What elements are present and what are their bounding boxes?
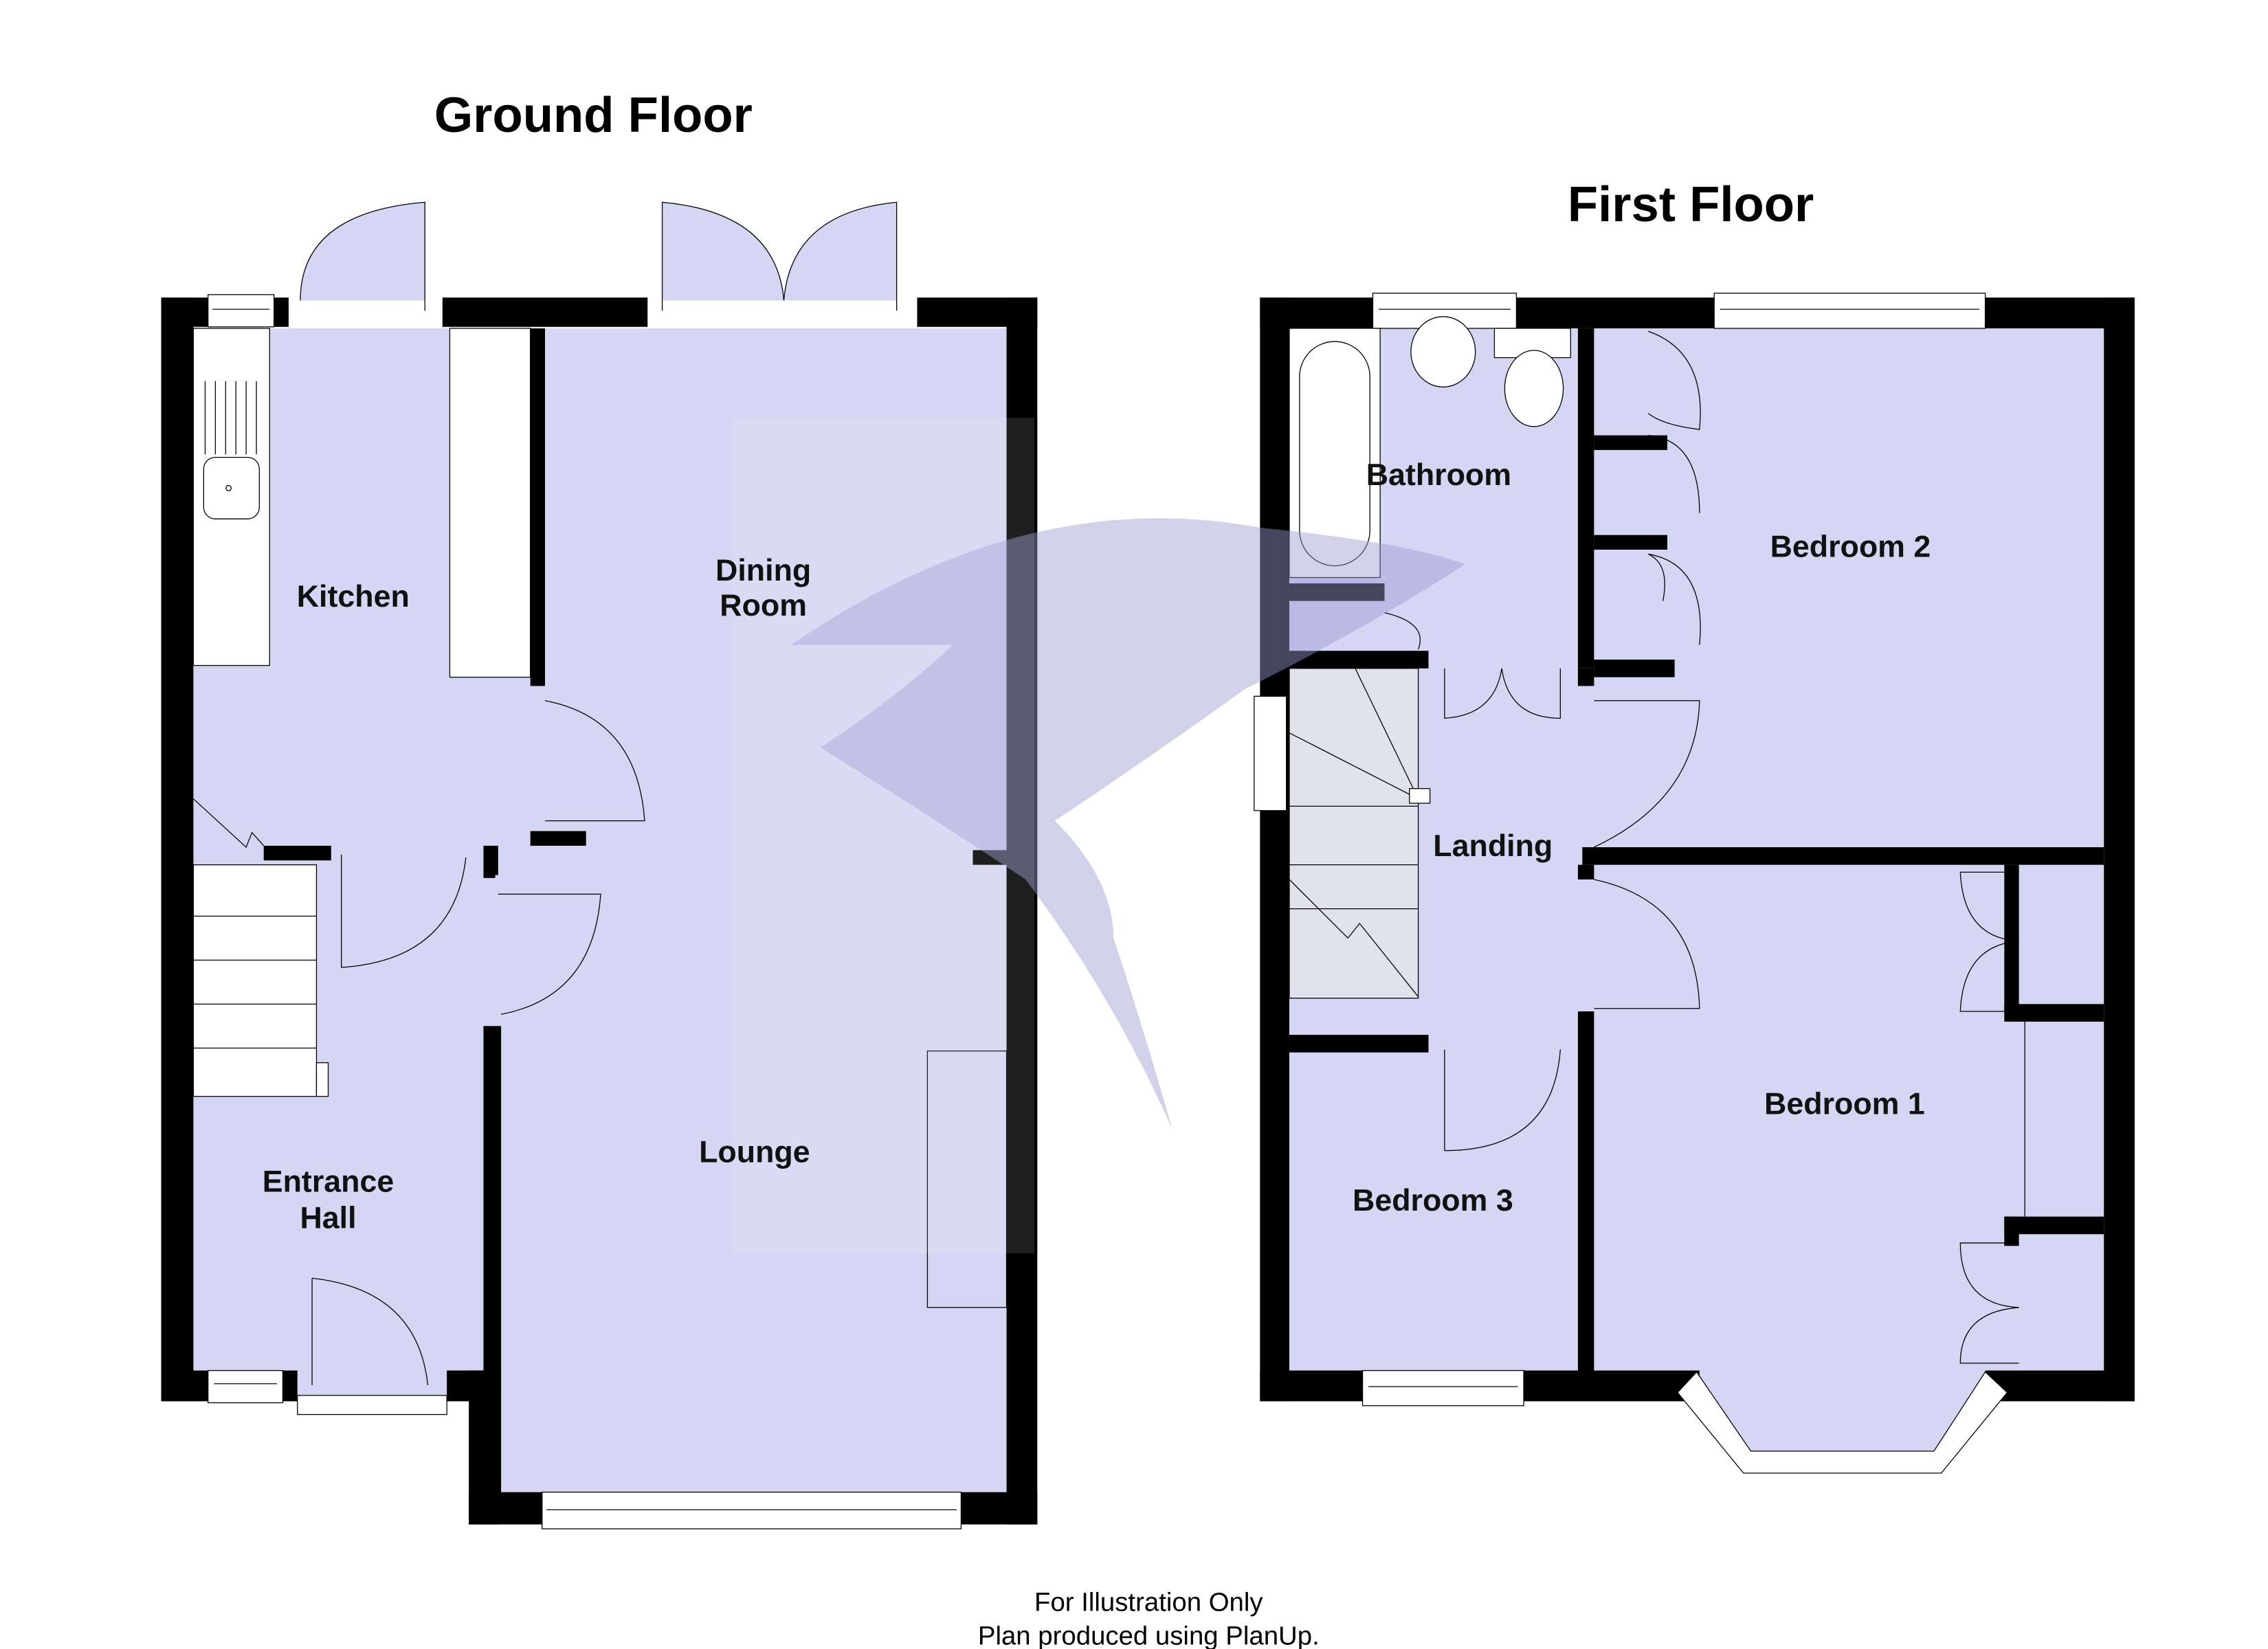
french-doors — [661, 201, 898, 311]
wardrobe-doors-bed1-top — [1959, 871, 2019, 1012]
room-label-bedroom3: Bedroom 3 — [1353, 1183, 1513, 1218]
room-label-bedroom1: Bedroom 1 — [1764, 1086, 1925, 1121]
first-floor-plan — [1254, 293, 2135, 1474]
ground-floor-plan — [161, 201, 1038, 1529]
kitchen-back-door — [300, 201, 425, 311]
bedroom3-window — [1361, 1370, 1524, 1406]
french-doors-swing — [783, 202, 897, 301]
kitchen-hall-door — [341, 854, 467, 968]
wardrobe-doors-bed1-bottom — [1959, 1242, 2019, 1364]
cupboard-door — [1384, 612, 1421, 650]
bathroom-doors — [1444, 668, 1561, 719]
room-label-bedroom2: Bedroom 2 — [1770, 530, 1931, 564]
bay-window — [1677, 1371, 2008, 1474]
kitchen-worktop-right — [449, 328, 531, 678]
fireplace-alcove — [926, 1050, 1008, 1308]
wardrobe-doors-bed2-top — [1647, 330, 1701, 513]
footer-credit: Plan produced using PlanUp. — [978, 1622, 1320, 1649]
dining-door — [544, 700, 645, 822]
bay-window-area — [1696, 1371, 1986, 1466]
ground-floor-title: Ground Floor — [434, 87, 753, 143]
first-floor-title: First Floor — [1568, 177, 1814, 232]
kitchen-back-door-swing — [300, 202, 425, 301]
footer-disclaimer: For Illustration Only — [1034, 1588, 1263, 1617]
swallow-watermark-icon — [791, 518, 1465, 1129]
wardrobe-doors-bed2-mid — [1647, 553, 1701, 645]
room-label-kitchen: Kitchen — [297, 579, 410, 614]
room-label-lounge: Lounge — [699, 1135, 810, 1169]
room-label-dining-line1: Dining — [715, 553, 811, 587]
room-label-bathroom: Bathroom — [1366, 458, 1511, 492]
room-label-entrance-line1: Entrance — [263, 1164, 394, 1198]
lounge-door — [498, 893, 601, 1015]
basin-icon — [1410, 316, 1476, 388]
drainer-icon — [204, 381, 257, 455]
bath-icon — [1299, 341, 1370, 567]
stairs-ground — [192, 798, 329, 1097]
room-label-landing: Landing — [1433, 829, 1553, 863]
room-label-dining-line2: Room — [720, 588, 807, 622]
bedroom2-door — [1594, 700, 1700, 848]
front-door-threshold — [297, 1395, 447, 1415]
hall-window — [208, 1370, 284, 1404]
bedroom3-door — [1444, 1049, 1561, 1152]
kitchen-window — [208, 294, 275, 328]
watermark-panel — [732, 418, 1035, 1253]
toilet-icon — [1504, 350, 1564, 427]
room-label-entrance-line2: Hall — [300, 1201, 356, 1235]
bedroom2-window — [1713, 293, 1986, 329]
stairs-first — [1289, 668, 1431, 999]
landing-window — [1254, 695, 1287, 811]
front-door — [311, 1277, 429, 1386]
lounge-window — [542, 1492, 962, 1529]
bedroom1-door — [1594, 879, 1700, 1009]
